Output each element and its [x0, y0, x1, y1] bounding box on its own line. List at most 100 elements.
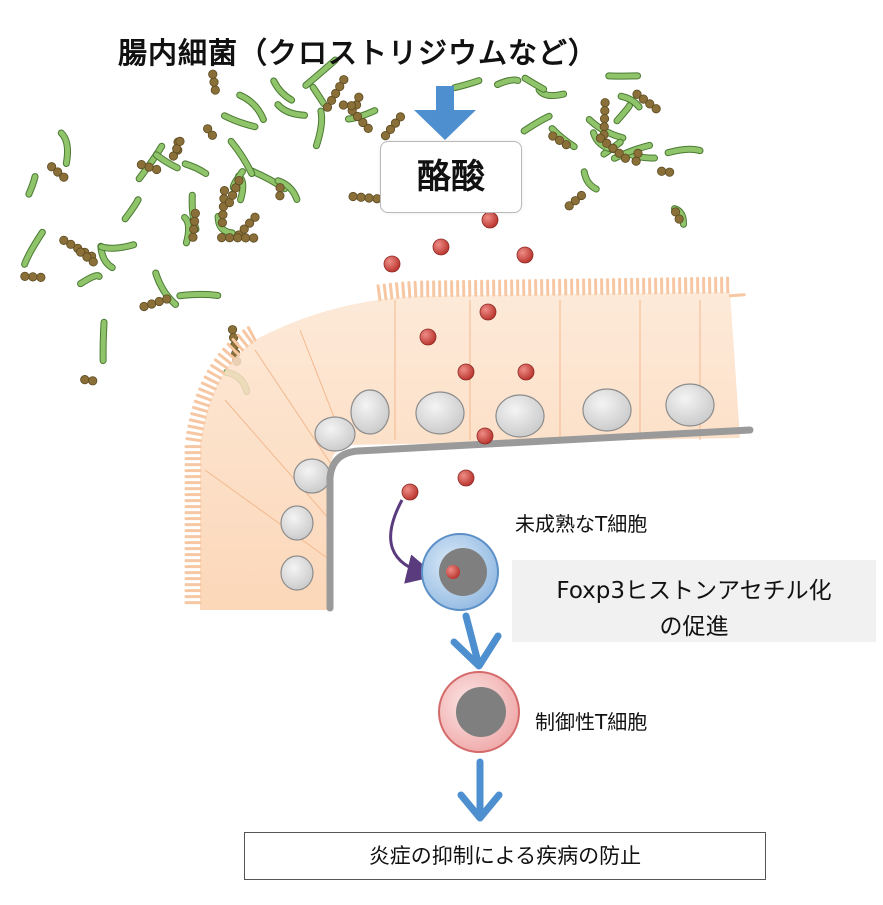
outcome-label-box: 炎症の抑制による疾病の防止: [244, 832, 766, 880]
microvillus: [219, 354, 230, 363]
butyrate-molecule: [480, 304, 496, 320]
coccus-bacterium: [357, 193, 365, 201]
cell-nucleus: [294, 459, 330, 493]
coccus-bacterium: [218, 218, 226, 226]
cell-nucleus: [496, 395, 544, 437]
coccus-bacterium: [189, 233, 197, 241]
coccus-bacterium: [220, 186, 228, 194]
coccus-bacterium: [600, 115, 608, 123]
cell-nucleus: [666, 384, 714, 426]
coccus-bacterium: [208, 131, 216, 139]
microvillus: [192, 414, 206, 417]
butyrate-molecule: [458, 470, 474, 486]
coccus-bacterium: [163, 295, 171, 303]
microvillus: [187, 439, 201, 441]
differentiation-arrow: [454, 616, 498, 666]
coccus-bacterium: [339, 101, 347, 109]
cell-nucleus: [351, 390, 389, 434]
butyrate-molecule: [433, 239, 449, 255]
coccus-bacterium: [276, 192, 284, 200]
coccus-bacterium: [217, 233, 225, 241]
coccus-bacterium: [60, 236, 68, 244]
coccus-bacterium: [235, 176, 243, 184]
microvillus: [415, 282, 416, 296]
coccus-bacterium: [347, 101, 355, 109]
coccus-bacterium: [365, 194, 373, 202]
microvillus: [197, 395, 210, 400]
microvillus: [384, 285, 386, 299]
rod-bacterium-fill: [524, 116, 549, 131]
coccus-bacterium: [562, 140, 570, 148]
microvillus: [238, 335, 247, 346]
coccus-bacterium: [632, 157, 640, 165]
coccus-bacterium: [140, 302, 148, 310]
process-label-line-1: Foxp3ヒストンアセチル化: [512, 571, 876, 605]
coccus-bacterium: [665, 168, 673, 176]
coccus-bacterium: [145, 163, 153, 171]
coccus-bacterium: [211, 86, 219, 94]
outcome-arrow: [461, 762, 499, 818]
microvillus: [193, 407, 206, 411]
gut-bacteria-title: 腸内細菌（クロストリジウムなど）: [118, 30, 598, 72]
coccus-bacterium: [355, 93, 363, 101]
rod-bacterium-fill: [103, 322, 104, 360]
butyrate-molecule: [384, 256, 400, 272]
coccus-bacterium: [340, 75, 348, 83]
cell-nucleus: [315, 417, 355, 451]
butyrate-molecule: [477, 428, 493, 444]
cell-nucleus: [281, 556, 313, 590]
coccus-bacterium: [155, 297, 163, 305]
coccus-bacterium: [191, 209, 199, 217]
coccus-bacterium: [29, 273, 37, 281]
coccus-bacterium: [137, 160, 145, 168]
rod-bacterium-fill: [185, 164, 206, 174]
microvillus: [397, 284, 398, 298]
cell-nucleus: [416, 392, 464, 434]
coccus-bacterium: [60, 173, 68, 181]
microvillus: [212, 366, 224, 373]
coccus-bacterium: [81, 375, 89, 383]
coccus-bacterium: [565, 202, 573, 210]
coccus-bacterium: [652, 105, 660, 113]
butyrate-molecule: [517, 247, 533, 263]
coccus-bacterium: [176, 137, 184, 145]
cell-nucleus: [583, 389, 631, 431]
microvillus: [208, 371, 220, 378]
coccus-bacterium: [225, 234, 233, 242]
coccus-bacterium: [21, 272, 29, 280]
coccus-bacterium: [349, 192, 357, 200]
coccus-bacterium: [37, 273, 45, 281]
microvillus: [378, 286, 380, 300]
microvillus: [188, 432, 202, 434]
rod-bacterium-fill: [180, 294, 218, 295]
coccus-bacterium: [152, 165, 160, 173]
coccus-bacterium: [601, 107, 609, 115]
treg-cell-label: 制御性T細胞: [535, 706, 647, 735]
coccus-bacterium: [657, 167, 665, 175]
coccus-bacterium: [381, 131, 389, 139]
butyrate-molecule: [458, 364, 474, 380]
coccus-bacterium: [210, 78, 218, 86]
coccus-bacterium: [219, 210, 227, 218]
microvillus: [195, 401, 208, 405]
coccus-bacterium: [241, 234, 249, 242]
naive-t-cell: [422, 534, 498, 610]
coccus-bacterium: [190, 217, 198, 225]
cell-nucleus: [281, 506, 313, 540]
microvillus: [390, 284, 392, 298]
coccus-bacterium: [228, 325, 236, 333]
regulatory-t-cell: [439, 672, 519, 752]
butyrate-label-box: 酪酸: [380, 141, 522, 213]
coccus-bacterium: [233, 234, 241, 242]
coccus-bacterium: [249, 234, 257, 242]
rod-bacterium-fill: [81, 276, 100, 284]
process-label-line-2: の促進: [512, 607, 876, 641]
bacteria-to-butyrate-arrow: [414, 86, 476, 140]
butyrate-molecule-in-cell: [446, 565, 460, 579]
coccus-bacterium: [634, 149, 642, 157]
microvillus: [202, 383, 215, 389]
microvillus: [190, 420, 204, 423]
coccus-bacterium: [147, 300, 155, 308]
